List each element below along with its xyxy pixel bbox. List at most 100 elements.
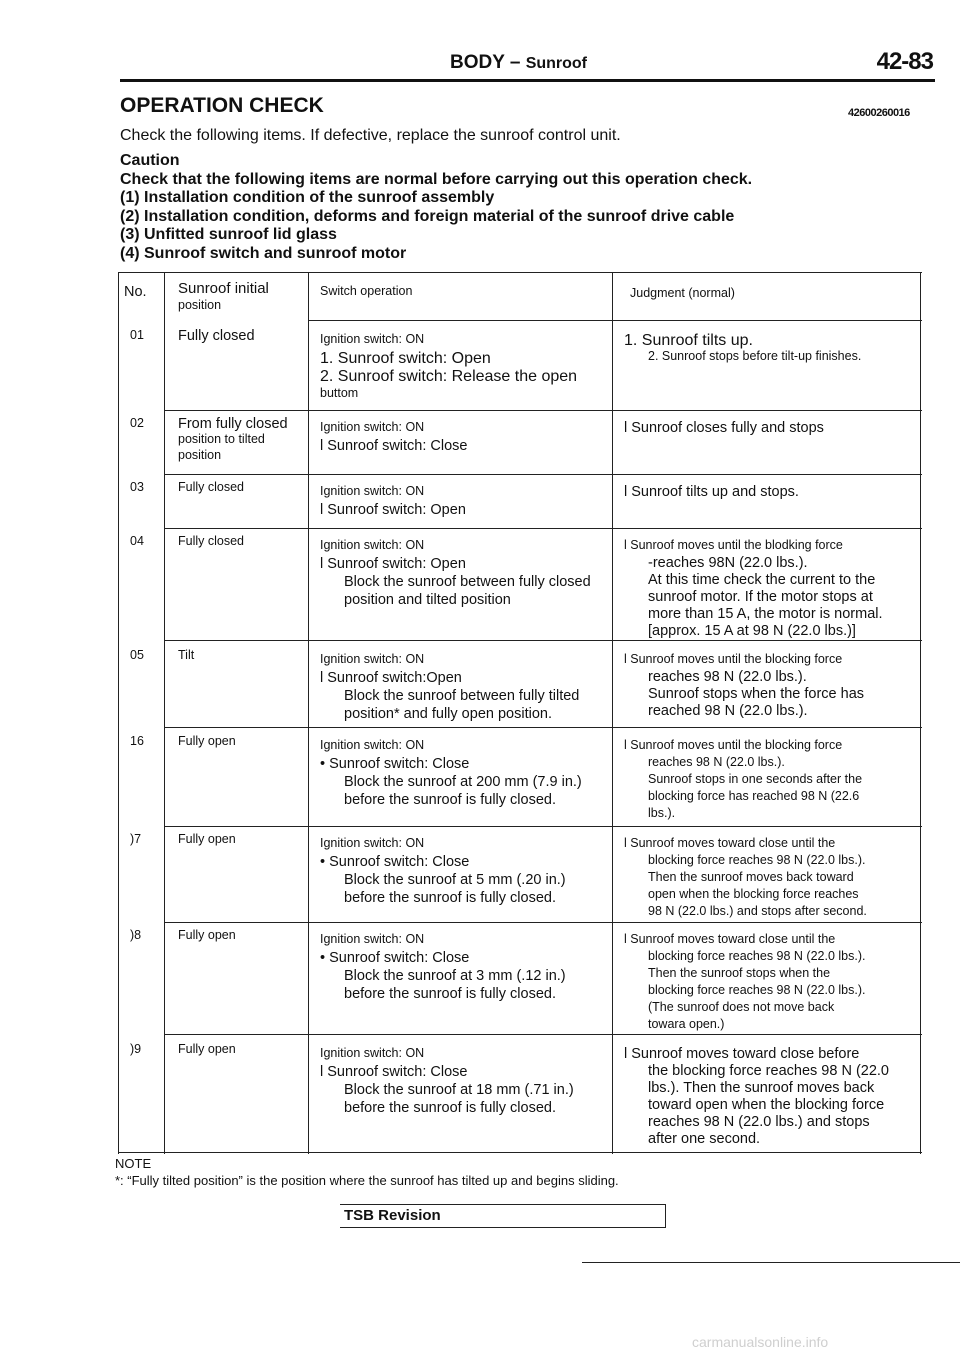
initial-position-text: Fully closed bbox=[178, 328, 255, 344]
judgment-text: l Sunroof tilts up and stops. bbox=[624, 484, 799, 500]
note-text: *: “Fully tilted position” is the positi… bbox=[115, 1173, 619, 1188]
switch-operation-text: Ignition switch: ON bbox=[320, 420, 425, 434]
caution-line: (3) Unfitted sunroof lid glass bbox=[120, 226, 337, 243]
initial-position-text: From fully closed bbox=[178, 416, 288, 432]
switch-operation-text: position* and fully open position. bbox=[344, 706, 552, 722]
switch-operation-text: before the sunroof is fully closed. bbox=[344, 986, 556, 1002]
table-divider bbox=[612, 272, 613, 1154]
switch-operation-text: Ignition switch: ON bbox=[320, 484, 425, 498]
switch-operation-text: l Sunroof switch: Open bbox=[320, 556, 466, 572]
table-border-right bbox=[920, 272, 921, 1154]
switch-operation-text: 2. Sunroof switch: Release the open bbox=[320, 368, 578, 385]
table-top-border bbox=[118, 272, 922, 273]
initial-position-text: position bbox=[178, 448, 222, 462]
judgment-text: reaches 98 N (22.0 lbs.). bbox=[648, 755, 785, 769]
row-number: 16 bbox=[130, 734, 144, 748]
judgment-text: reaches 98 N (22.0 lbs.). bbox=[648, 669, 807, 685]
initial-position-text: Fully closed bbox=[178, 534, 244, 548]
row-number: 01 bbox=[130, 328, 144, 342]
row-separator bbox=[164, 410, 922, 411]
switch-operation-text: l Sunroof switch: Close bbox=[320, 438, 468, 454]
initial-position-text: Fully open bbox=[178, 928, 236, 942]
switch-operation-text: Block the sunroof at 3 mm (.12 in.) bbox=[344, 968, 566, 984]
header-initial: Sunroof initial bbox=[178, 280, 269, 297]
judgment-text: 2. Sunroof stops before tilt-up finishes… bbox=[648, 349, 862, 363]
switch-operation-text: Block the sunroof at 18 mm (.71 in.) bbox=[344, 1082, 574, 1098]
switch-operation-text: Ignition switch: ON bbox=[320, 1046, 425, 1060]
judgment-text: At this time check the current to the bbox=[648, 572, 876, 588]
judgment-text: reaches 98 N (22.0 lbs.) and stops bbox=[648, 1114, 870, 1130]
judgment-text: after one second. bbox=[648, 1131, 761, 1147]
judgment-text: l Sunroof moves toward close before bbox=[624, 1046, 860, 1062]
switch-operation-text: l Sunroof switch:Open bbox=[320, 670, 462, 686]
row-separator bbox=[164, 474, 922, 475]
judgment-text: toward open when the blocking force bbox=[648, 1097, 885, 1113]
judgment-text: sunroof motor. If the motor stops at bbox=[648, 589, 873, 605]
judgment-text: l Sunroof moves toward close until the bbox=[624, 932, 836, 946]
row-separator bbox=[164, 727, 922, 728]
section-code: 42600260016 bbox=[848, 107, 910, 119]
initial-position-text: Fully open bbox=[178, 1042, 236, 1056]
switch-operation-text: Ignition switch: ON bbox=[320, 738, 425, 752]
switch-operation-text: Ignition switch: ON bbox=[320, 332, 425, 346]
row-number: 02 bbox=[130, 416, 144, 430]
switch-operation-text: Ignition switch: ON bbox=[320, 652, 425, 666]
row-number: 04 bbox=[130, 534, 144, 548]
judgment-text: Then the sunroof stops when the bbox=[648, 966, 831, 980]
judgment-text: 1. Sunroof tilts up. bbox=[624, 332, 753, 349]
initial-position-text: position to tilted bbox=[178, 432, 265, 446]
row-separator bbox=[164, 640, 922, 641]
row-number: )9 bbox=[130, 1042, 142, 1056]
switch-operation-text: Block the sunroof at 200 mm (7.9 in.) bbox=[344, 774, 582, 790]
switch-operation-text: Ignition switch: ON bbox=[320, 538, 425, 552]
switch-operation-text: • Sunroof switch: Close bbox=[320, 756, 470, 772]
header-initial-2: position bbox=[178, 298, 222, 312]
row-separator bbox=[164, 528, 922, 529]
note-label: NOTE bbox=[115, 1156, 152, 1171]
table-border-left bbox=[118, 272, 119, 1154]
watermark: carmanualsonline.info bbox=[692, 1334, 829, 1350]
switch-operation-text: buttom bbox=[320, 386, 359, 400]
judgment-text: blocking force has reached 98 N (22.6 bbox=[648, 789, 860, 803]
page-number: 42-83 bbox=[876, 48, 934, 75]
switch-operation-text: Block the sunroof at 5 mm (.20 in.) bbox=[344, 872, 566, 888]
judgment-text: l Sunroof moves toward close until the bbox=[624, 836, 836, 850]
judgment-text: reached 98 N (22.0 lbs.). bbox=[648, 703, 808, 719]
switch-operation-text: Block the sunroof between fully closed bbox=[344, 574, 591, 590]
switch-operation-text: position and tilted position bbox=[344, 592, 511, 608]
judgment-text: Sunroof stops when the force has bbox=[648, 686, 865, 702]
judgment-text: Then the sunroof moves back toward bbox=[648, 870, 854, 884]
switch-operation-text: • Sunroof switch: Close bbox=[320, 950, 470, 966]
intro-text: Check the following items. If defective,… bbox=[120, 127, 621, 144]
judgment-text: more than 15 A, the motor is normal. bbox=[648, 606, 883, 622]
row-number: 03 bbox=[130, 480, 144, 494]
judgment-text: lbs.). bbox=[648, 806, 676, 820]
initial-position-text: Fully open bbox=[178, 734, 236, 748]
table-header-rule bbox=[308, 320, 922, 321]
header-no: No. bbox=[124, 284, 147, 300]
caution-line: (1) Installation condition of the sunroo… bbox=[120, 189, 495, 206]
table-bottom-border bbox=[118, 1152, 922, 1153]
page-header: BODY – Sunroof 42-83 bbox=[120, 48, 935, 82]
row-separator bbox=[164, 922, 922, 923]
caution-label: Caution bbox=[120, 152, 180, 169]
footer-rule bbox=[582, 1262, 960, 1263]
switch-operation-text: 1. Sunroof switch: Open bbox=[320, 350, 491, 367]
header-subtitle: Sunroof bbox=[525, 55, 588, 72]
judgment-text: blocking force reaches 98 N (22.0 lbs.). bbox=[648, 853, 866, 867]
switch-operation-text: l Sunroof switch: Close bbox=[320, 1064, 468, 1080]
caution-line: Check that the following items are norma… bbox=[120, 170, 753, 188]
section-title: OPERATION CHECK bbox=[120, 94, 324, 117]
initial-position-text: Fully open bbox=[178, 832, 236, 846]
row-separator bbox=[164, 1034, 922, 1035]
row-separator bbox=[164, 826, 922, 827]
judgment-text: Sunroof stops in one seconds after the bbox=[648, 772, 863, 786]
judgment-text: [approx. 15 A at 98 N (22.0 lbs.)] bbox=[648, 623, 856, 639]
judgment-text: l Sunroof moves until the blocking force bbox=[624, 738, 843, 752]
switch-operation-text: before the sunroof is fully closed. bbox=[344, 1100, 556, 1116]
judgment-text: l Sunroof moves until the blodking force bbox=[624, 538, 843, 552]
switch-operation-text: before the sunroof is fully closed. bbox=[344, 792, 556, 808]
switch-operation-text: Ignition switch: ON bbox=[320, 836, 425, 850]
header-title-main: BODY – bbox=[450, 52, 521, 73]
note-block: NOTE *: “Fully tilted position” is the p… bbox=[115, 1155, 619, 1189]
